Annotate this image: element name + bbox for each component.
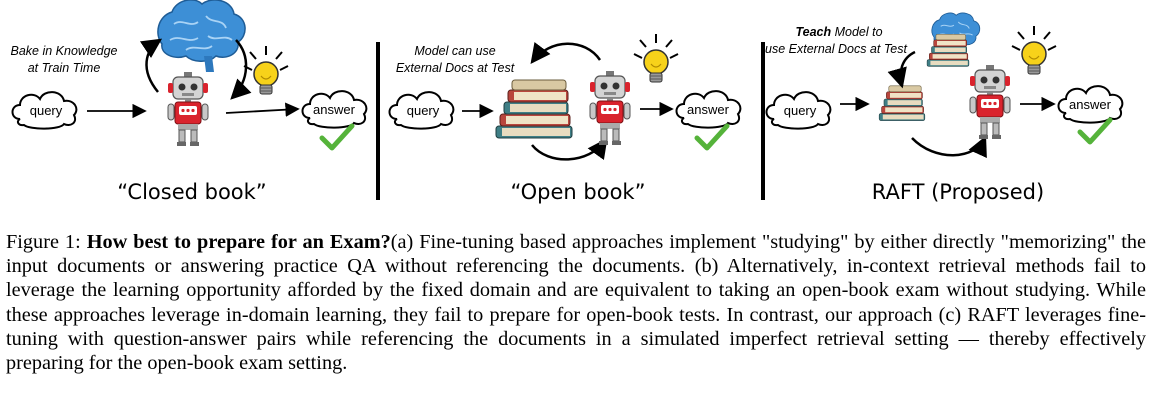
- books-icon: [926, 34, 970, 67]
- panel-closed-book: Bake in Knowledge at Train Time query an…: [10, 0, 368, 204]
- panel-raft: Teach Model to use External Docs at Test…: [765, 12, 1124, 204]
- raft-note-line2: use External Docs at Test: [765, 42, 907, 56]
- closed-note-line2: at Train Time: [28, 61, 101, 75]
- robot-icon: [969, 64, 1011, 140]
- retrieve-arrow-bottom: [911, 135, 987, 159]
- figure-illustration: Bake in Knowledge at Train Time query an…: [10, 0, 1124, 204]
- figure-caption: Figure 1: How best to prepare for an Exa…: [6, 230, 1146, 375]
- retrieve-arrow-top: [530, 42, 602, 64]
- caption-label: Figure 1:: [6, 231, 87, 253]
- robot-icon: [589, 70, 631, 146]
- lightbulb-icon: [243, 45, 289, 95]
- brain-icon: [157, 0, 246, 73]
- check-icon: [322, 126, 352, 148]
- raft-query-label: query: [784, 103, 817, 118]
- caption-bold-title: How best to prepare for an Exam?: [86, 231, 391, 253]
- lightbulb-icon: [633, 33, 679, 83]
- closed-note-line1: Bake in Knowledge: [10, 44, 117, 58]
- closed-answer-label: answer: [313, 102, 356, 117]
- open-book-title: “Open book”: [511, 180, 646, 204]
- open-answer-label: answer: [687, 102, 730, 117]
- books-icon: [495, 79, 573, 139]
- check-icon: [697, 126, 727, 148]
- panel-open-book: Model can use External Docs at Test quer…: [388, 33, 742, 204]
- raft-note-line1: Teach Model to: [795, 25, 882, 39]
- open-note-line1: Model can use: [414, 44, 495, 58]
- memorize-arrow-left: [139, 38, 163, 93]
- raft-answer-label: answer: [1069, 97, 1112, 112]
- robot-icon: [167, 71, 209, 147]
- open-note-line2: External Docs at Test: [396, 61, 515, 75]
- open-query-label: query: [407, 103, 440, 118]
- closed-query-label: query: [30, 103, 63, 118]
- teach-arrow: [887, 50, 916, 89]
- closed-book-title: “Closed book”: [117, 180, 266, 204]
- raft-title: RAFT (Proposed): [872, 180, 1044, 204]
- books-icon: [878, 85, 926, 121]
- retrieve-arrow-bottom: [531, 137, 608, 161]
- lightbulb-icon: [1011, 25, 1057, 75]
- caption-text: (a) Fine-tuning based approaches impleme…: [6, 231, 1147, 375]
